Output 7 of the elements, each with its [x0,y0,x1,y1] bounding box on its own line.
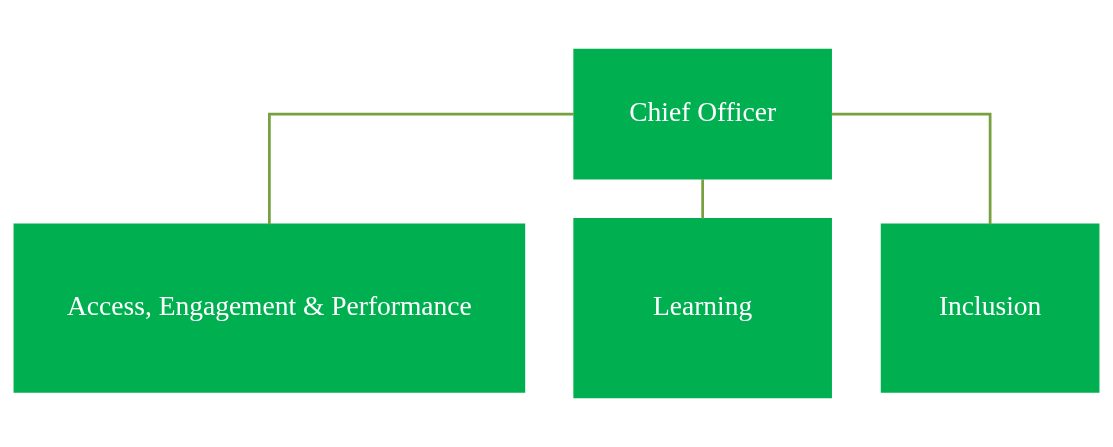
node-box: Learning [573,218,832,399]
node-box: Inclusion [880,223,1100,393]
connector [831,112,992,225]
node-box: Access, Engagement & Performance [13,223,526,393]
connector [268,112,574,225]
node-box: Chief Officer [573,48,832,180]
connector [701,179,704,219]
